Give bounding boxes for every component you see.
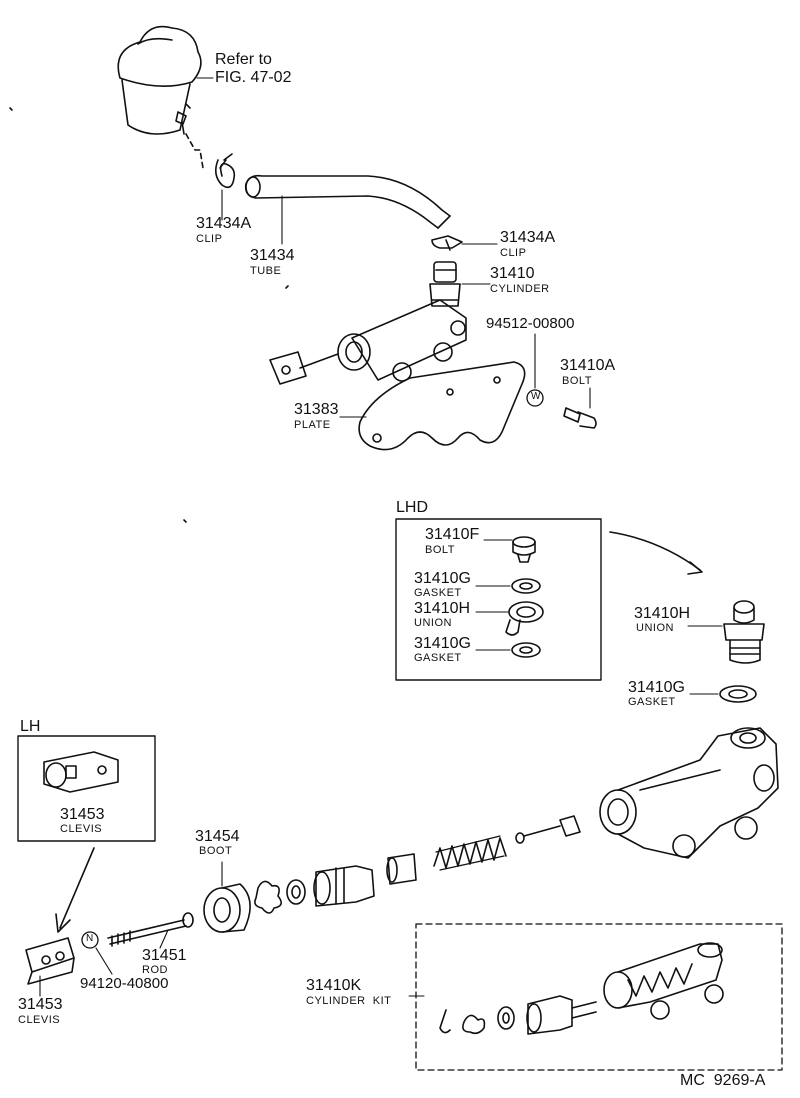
stray-mark <box>183 519 187 523</box>
lhd-arrowhead <box>687 561 703 575</box>
lh-box-title: LH <box>20 718 41 735</box>
lhd-arrow <box>609 531 701 571</box>
clip-right-name: CLIP <box>500 247 527 259</box>
lhd-bolt-number: 31410F <box>425 526 480 543</box>
stray-mark <box>9 107 13 111</box>
lh-clevis-number: 31453 <box>60 806 105 823</box>
lh-arrow <box>59 847 95 929</box>
lhd-parts-drawing <box>475 536 544 658</box>
lh-box-frame <box>17 735 156 842</box>
washer-marker-circle <box>526 389 544 407</box>
reference-line-1: Refer to <box>215 51 272 68</box>
clip-left-name: CLIP <box>196 233 223 245</box>
bolt-name: BOLT <box>562 375 592 387</box>
lhd-box-title: LHD <box>396 499 429 516</box>
plate-name: PLATE <box>294 419 331 431</box>
master-cylinder-drawing <box>269 261 491 385</box>
cylinder-number: 31410 <box>490 265 535 282</box>
bolt-number: 31410A <box>560 357 616 374</box>
washer-number: 94512-00800 <box>486 315 575 332</box>
rod-number: 31451 <box>142 947 187 964</box>
stray-mark <box>285 285 289 289</box>
clip-right-drawing <box>431 235 463 251</box>
washer-marker: W <box>531 391 541 402</box>
plate-number: 31383 <box>294 401 339 418</box>
gasket-name: GASKET <box>628 696 676 708</box>
reference-line-2: FIG. 47-02 <box>215 69 292 86</box>
lhd-box-frame <box>395 518 602 681</box>
cylinder-name: CYLINDER <box>490 283 550 295</box>
union-number: 31410H <box>634 605 691 622</box>
lh-clevis-name: CLEVIS <box>60 823 103 835</box>
cylinder-kit-name: CYLINDER KIT <box>306 995 392 1007</box>
figure-code: MC 9269-A <box>680 1072 766 1089</box>
rod-drawing <box>107 912 194 949</box>
plate-drawing <box>339 361 526 451</box>
clevis-number: 31453 <box>18 996 63 1013</box>
lh-clevis-drawing <box>43 751 119 793</box>
nut-marker-circle <box>81 931 99 949</box>
clip-right-number: 31434A <box>500 229 556 246</box>
cylinder-body-drawing <box>599 727 779 859</box>
union-name: UNION <box>636 622 674 634</box>
clevis-drawing <box>25 937 75 997</box>
lhd-gasket-bottom-name: GASKET <box>414 652 462 664</box>
tube-drawing <box>244 174 451 229</box>
cylinder-kit-number: 31410K <box>306 977 362 994</box>
lhd-gasket-top-number: 31410G <box>414 570 471 587</box>
lh-arrowhead <box>55 913 71 933</box>
lhd-gasket-bottom-number: 31410G <box>414 635 471 652</box>
clevis-name: CLEVIS <box>18 1014 61 1026</box>
cylinder-kit-box <box>415 923 783 1071</box>
rod-name: ROD <box>142 964 168 976</box>
hose-route-dash <box>185 133 204 169</box>
clip-left-number: 31434A <box>196 215 252 232</box>
gasket-drawing <box>689 685 757 703</box>
reservoir-drawing <box>117 25 202 135</box>
nut-leader <box>95 947 113 975</box>
nut-number: 94120-40800 <box>80 975 169 992</box>
union-drawing <box>687 600 765 664</box>
lhd-bolt-name: BOLT <box>425 544 455 556</box>
tube-number: 31434 <box>250 247 295 264</box>
small-parts-drawing <box>254 853 417 914</box>
bolt-31410a-drawing <box>563 387 597 429</box>
boot-number: 31454 <box>195 828 240 845</box>
nut-marker: N <box>86 933 94 944</box>
lhd-union-name: UNION <box>414 617 452 629</box>
clip-left-drawing <box>214 153 236 189</box>
lhd-gasket-top-name: GASKET <box>414 587 462 599</box>
spring-outline <box>435 835 505 871</box>
boot-name: BOOT <box>199 845 233 857</box>
gasket-number: 31410G <box>628 679 685 696</box>
lhd-union-number: 31410H <box>414 600 471 617</box>
cylinder-kit-drawing <box>439 942 724 1035</box>
tube-name: TUBE <box>250 265 282 277</box>
boot-drawing <box>203 861 251 933</box>
valve-drawing <box>515 815 581 844</box>
